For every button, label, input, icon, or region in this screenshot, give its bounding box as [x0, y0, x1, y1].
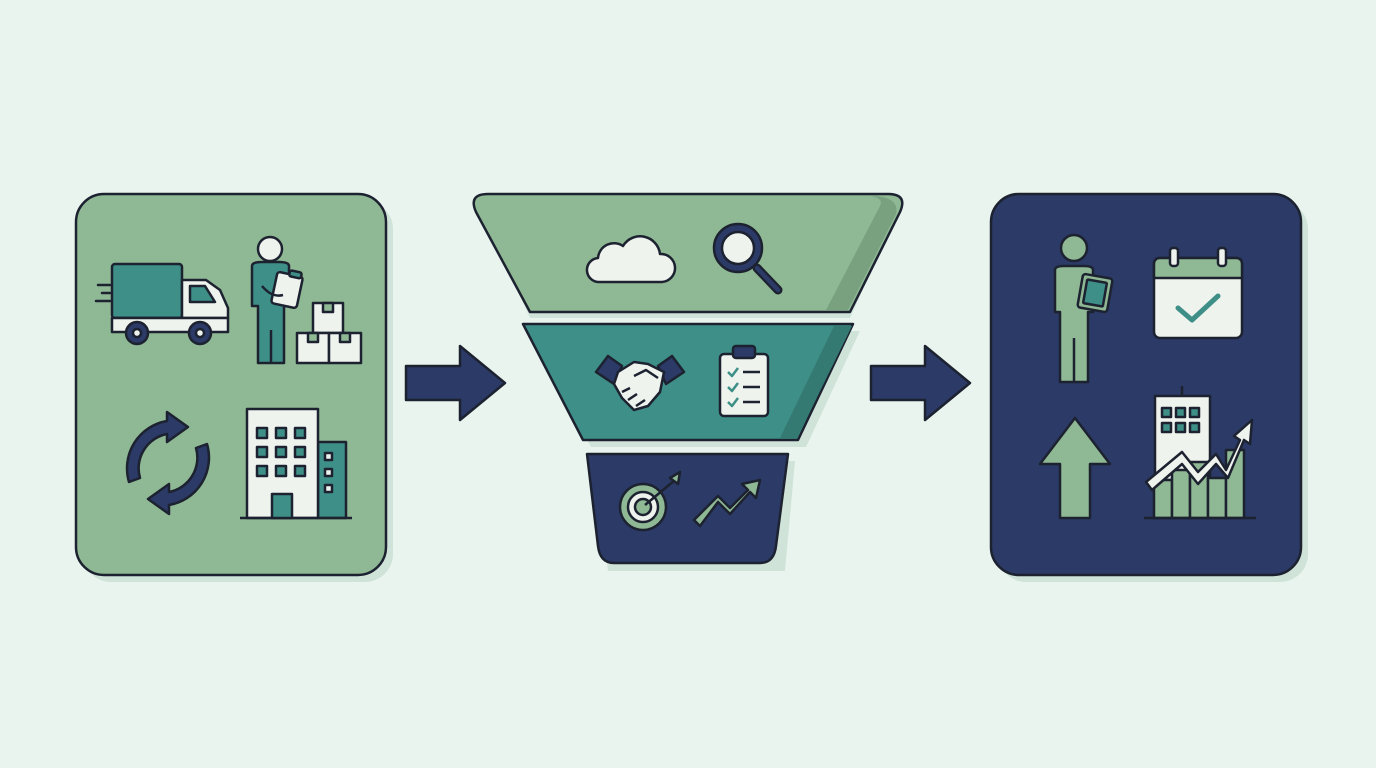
trend-arrow-icon: [692, 478, 762, 528]
arrow-right-icon: [404, 344, 507, 422]
worker-clipboard-icon: [250, 235, 304, 365]
building-growth-icon: [1144, 386, 1256, 520]
funnel: [472, 192, 904, 571]
inputs-panel: [74, 192, 393, 582]
calendar-check-icon: [1152, 246, 1244, 340]
delivery-truck-icon: [94, 262, 230, 346]
target-icon: [618, 470, 682, 532]
boxes-icon: [295, 301, 363, 365]
cycle-arrows-icon: [125, 410, 211, 516]
funnel-tier-middle: [521, 322, 860, 447]
magnifier-icon: [712, 222, 783, 295]
person-tablet-icon: [1053, 233, 1114, 384]
funnel-tier-bottom: [585, 452, 795, 571]
outcomes-panel: [989, 192, 1308, 582]
handshake-icon: [594, 354, 686, 412]
office-building-icon: [240, 407, 352, 520]
arrow-right-icon: [869, 344, 972, 422]
checklist-icon: [718, 344, 770, 418]
cloud-icon: [585, 235, 677, 284]
funnel-tier-top: [472, 192, 904, 318]
up-arrow-icon: [1038, 416, 1112, 520]
